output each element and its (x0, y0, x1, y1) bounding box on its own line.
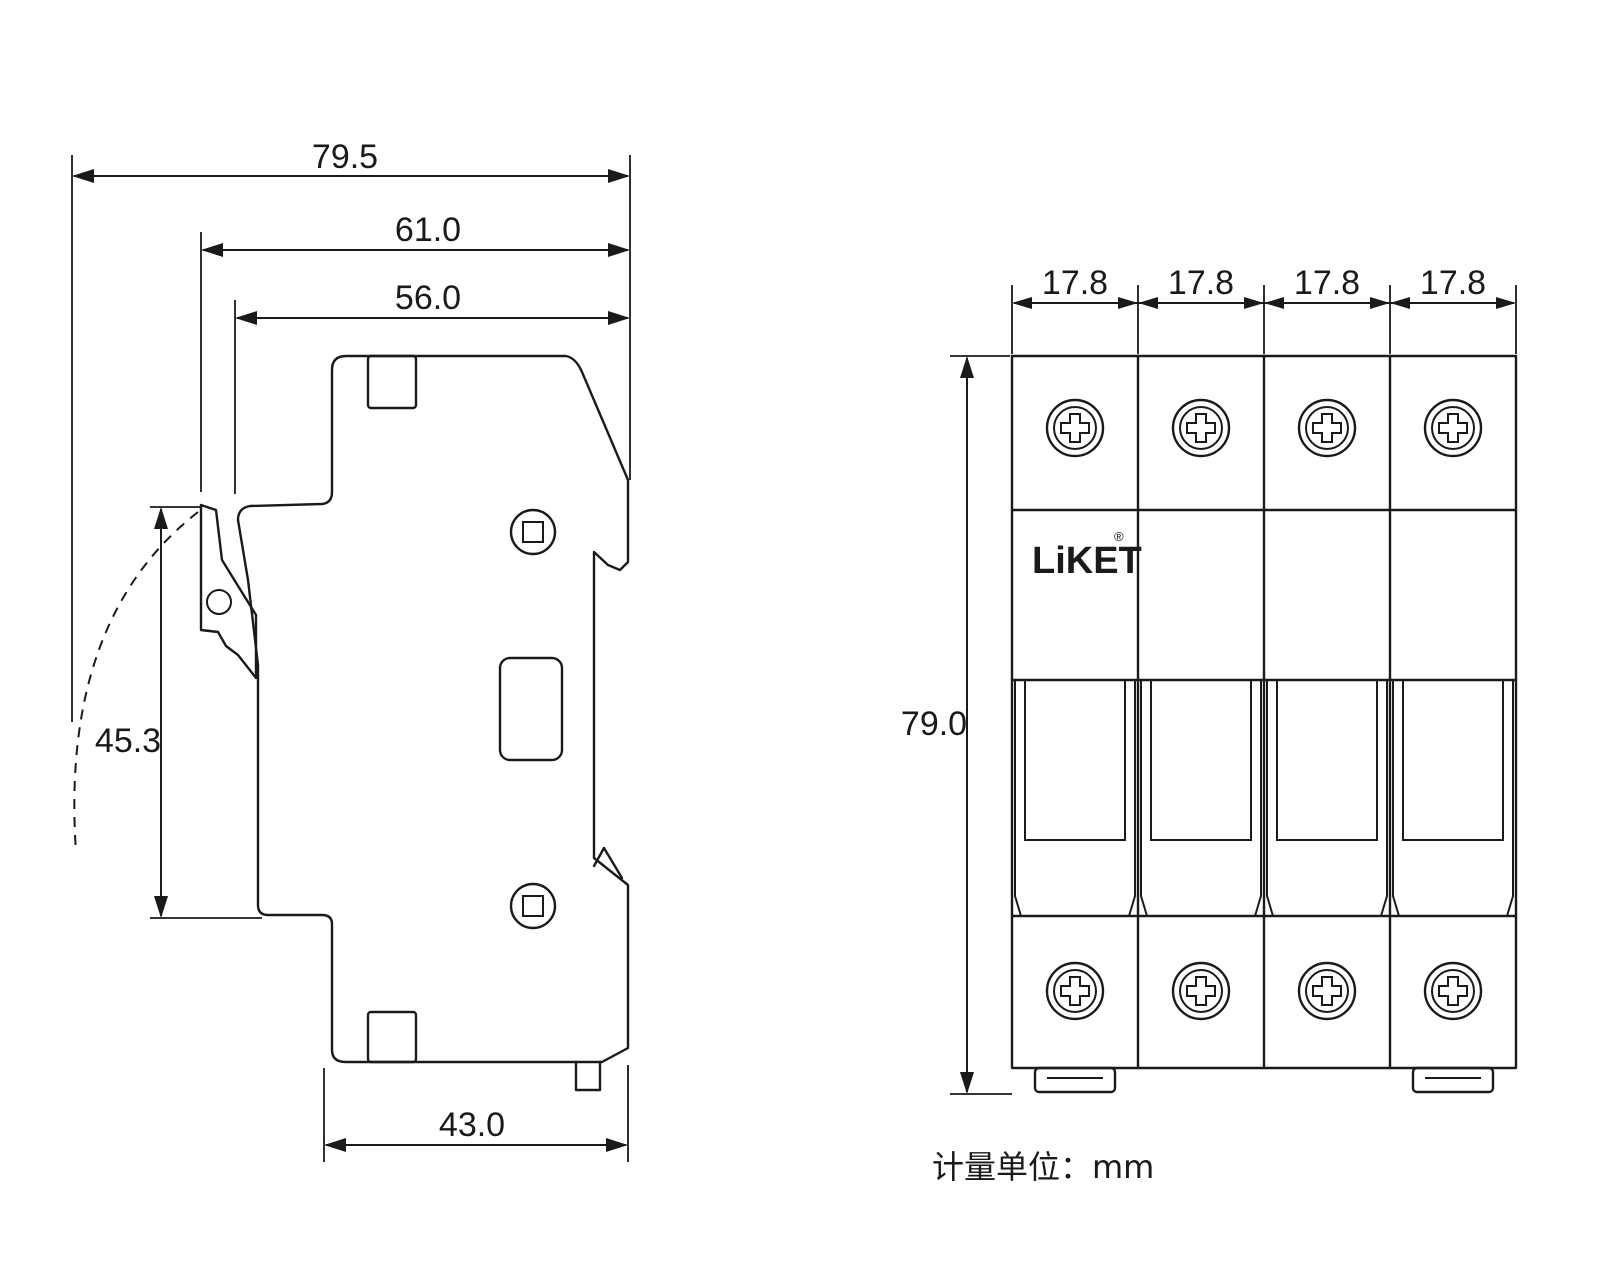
dim-overall-depth-label: 79.5 (312, 138, 378, 176)
terminal-screw-inner (1431, 406, 1475, 450)
pole-width-label: 17.8 (1294, 264, 1360, 302)
din-clip-foot (1033, 1066, 1117, 1094)
cross-slot-icon (1060, 413, 1090, 443)
pole-width-label: 17.8 (1420, 264, 1486, 302)
terminal-screw-inner (1053, 406, 1097, 450)
terminal-screw-inner (1053, 969, 1097, 1013)
dim-depth-to-handle: 61.0 (200, 211, 630, 492)
cross-slot-icon (1186, 413, 1216, 443)
pole-window-frame (1014, 680, 1136, 917)
pole-window-frame (1392, 680, 1514, 917)
handle-swing-arc (73, 511, 199, 853)
terminal-screw-icon (1297, 398, 1357, 458)
side-screw-upper (509, 508, 557, 556)
bottom-terminal (1045, 961, 1105, 1021)
terminal-screw-icon (1171, 398, 1231, 458)
dim-base-width: 43.0 (323, 1065, 629, 1162)
dim-front-height-label: 79.0 (901, 705, 967, 743)
bottom-notch (366, 1010, 418, 1064)
terminal-screw-icon (1423, 398, 1483, 458)
dim-depth-to-face: 56.0 (234, 279, 630, 494)
side-screw-lower (509, 882, 557, 930)
terminal-screw-icon (1045, 398, 1105, 458)
rail-hook-lower (592, 846, 624, 880)
terminal-screw-inner (1305, 969, 1349, 1013)
registered-mark: ® (1114, 529, 1124, 544)
top-terminal (1045, 398, 1105, 458)
terminal-screw-icon (1171, 961, 1231, 1021)
terminal-screw-inner (1179, 969, 1223, 1013)
top-notch (366, 354, 418, 410)
side-body-outline (236, 354, 630, 1064)
operating-handle (199, 503, 258, 680)
din-clip-foot (1411, 1066, 1495, 1094)
bottom-terminal (1171, 961, 1231, 1021)
top-terminal (1423, 398, 1483, 458)
cross-slot-icon (1312, 976, 1342, 1006)
bottom-terminal (1297, 961, 1357, 1021)
terminal-screw-inner (1305, 406, 1349, 450)
top-terminal (1297, 398, 1357, 458)
pole-window-frame (1140, 680, 1262, 917)
side-window (498, 656, 564, 762)
terminal-screw-icon (1423, 961, 1483, 1021)
dim-pole-widths: 17.8 17.8 17.8 17.8 (1011, 264, 1517, 354)
pole-window (1150, 679, 1252, 841)
cross-slot-icon (1186, 976, 1216, 1006)
cross-slot-icon (1438, 976, 1468, 1006)
cross-slot-icon (1438, 413, 1468, 443)
dim-depth-to-handle-label: 61.0 (395, 211, 461, 249)
rail-clip-foot (574, 1060, 602, 1092)
pole-window (1276, 679, 1378, 841)
dim-depth-to-face-label: 56.0 (395, 279, 461, 317)
dim-overall-depth: 79.5 (71, 138, 631, 722)
front-view: 17.8 17.8 17.8 17.8 79.0 LiKET ® (901, 264, 1518, 1095)
dim-rail-height: 45.3 (95, 506, 262, 919)
cross-slot-icon (1312, 413, 1342, 443)
dim-rail-height-label: 45.3 (95, 722, 161, 760)
terminal-screw-icon (1297, 961, 1357, 1021)
side-view: 79.5 61.0 56.0 45.3 (71, 138, 631, 1162)
terminal-screw-inner (1179, 406, 1223, 450)
top-terminal (1171, 398, 1231, 458)
pole-width-label: 17.8 (1168, 264, 1234, 302)
dim-base-width-label: 43.0 (439, 1106, 505, 1144)
pole-window (1402, 679, 1504, 841)
brand-logo: LiKET (1032, 540, 1142, 582)
pole-width-label: 17.8 (1042, 264, 1108, 302)
handle-pivot (206, 589, 232, 615)
dim-front-height: 79.0 (901, 355, 1012, 1095)
terminal-screw-icon (1045, 961, 1105, 1021)
pole-window-frame (1266, 680, 1388, 917)
pole-window (1024, 679, 1126, 841)
terminal-screw-inner (1431, 969, 1475, 1013)
front-details (1014, 398, 1514, 1094)
bottom-terminal (1423, 961, 1483, 1021)
cross-slot-icon (1060, 976, 1090, 1006)
unit-note: 计量单位：mm (932, 1148, 1154, 1186)
